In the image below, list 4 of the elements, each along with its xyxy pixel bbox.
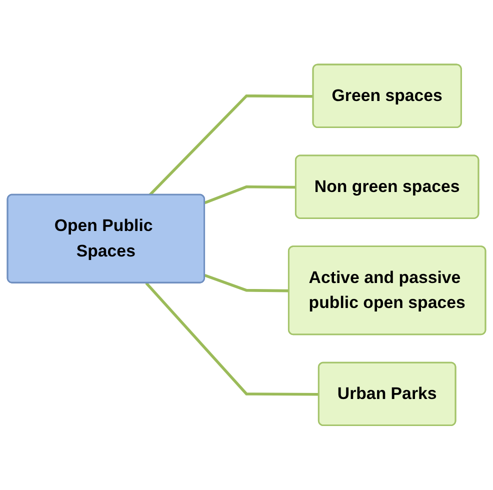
connector [204,185,296,204]
connector [148,94,314,196]
connector [145,282,320,396]
connector [204,274,290,292]
